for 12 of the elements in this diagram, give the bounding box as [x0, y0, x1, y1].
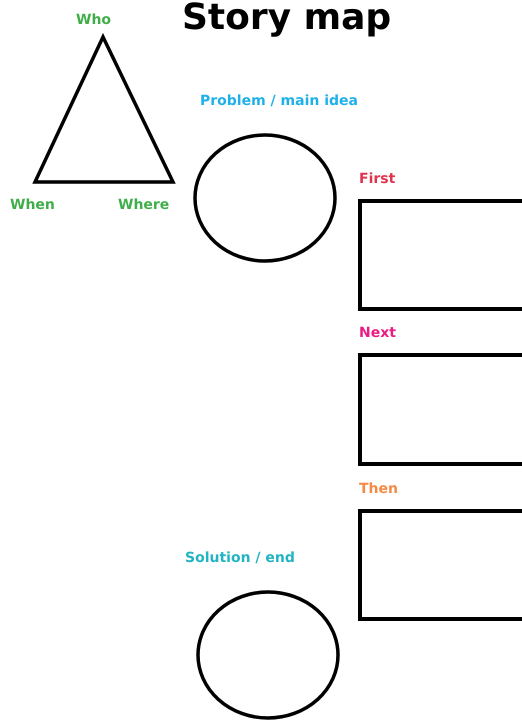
heading: First [359, 172, 396, 186]
heading: Who [76, 13, 112, 27]
heading: Solution / end [185, 551, 295, 565]
heading: Problem / main idea [200, 94, 358, 108]
heading: Where [118, 198, 170, 212]
writing-box [358, 482, 522, 622]
title: Story map [182, 0, 392, 36]
heading: When [10, 198, 55, 212]
heading: Then [359, 482, 398, 496]
heading: Next [359, 326, 396, 340]
writing-box [358, 326, 522, 467]
writing-box [358, 172, 522, 312]
